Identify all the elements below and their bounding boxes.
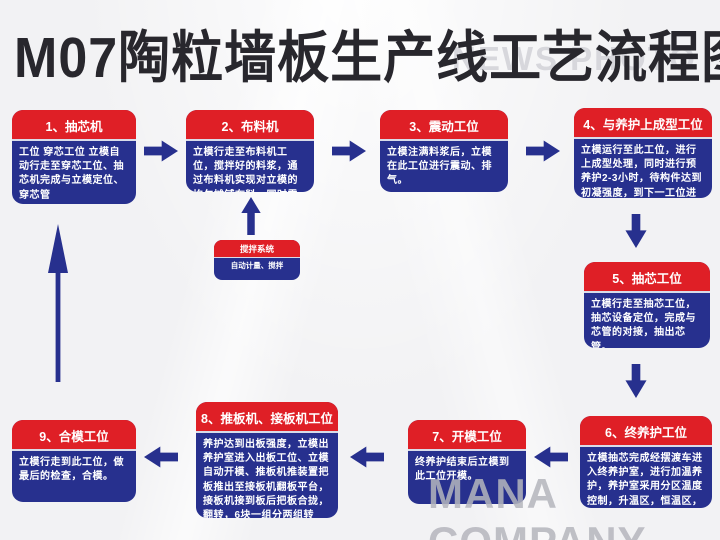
flow-step-2-title: 2、布料机 — [186, 110, 314, 141]
flow-step-6-title: 6、终养护工位 — [580, 416, 712, 447]
flow-step-6-body: 立模抽芯完成经摆渡车进入终养护室，进行加温养护，养护室采用分区温度控制，升温区，… — [587, 453, 703, 507]
flow-step-4-title: 4、与养护上成型工位 — [574, 108, 712, 139]
arrow-up-icon — [241, 197, 261, 235]
flow-step-3-body: 立模注满料浆后，立模在此工位进行震动、排气。 — [387, 147, 492, 187]
flow-step-3-title: 3、震动工位 — [380, 110, 508, 141]
flow-step-6: 6、终养护工位 立模抽芯完成经摆渡车进入终养护室，进行加温养护，养护室采用分区温… — [580, 416, 712, 508]
mixer-system-box: 搅拌系统 自动计量、搅拌 — [214, 240, 300, 280]
mixer-system-title: 搅拌系统 — [214, 240, 300, 258]
watermark-top: NEWS PHOTO — [452, 40, 697, 77]
flow-step-9-title: 9、合模工位 — [12, 420, 136, 451]
flow-step-4-body: 立模运行至此工位，进行上成型处理，同时进行预养护2-3小时，待构件达到初凝强度，… — [581, 145, 702, 198]
flow-step-7-title: 7、开模工位 — [408, 420, 526, 451]
flow-step-8: 8、推板机、接板机工位 养护达到出板强度，立模出养护室进入出板工位、立模自动开模… — [196, 402, 338, 518]
flow-step-9: 9、合模工位 立模行走到此工位，做最后的检查，合模。 — [12, 420, 136, 502]
arrow-right-icon — [332, 140, 366, 162]
arrow-up-long-icon — [48, 224, 68, 382]
flow-step-8-body: 养护达到出板强度，立模出养护室进入出板工位、立模自动开模、推板机推装置把板推出至… — [203, 439, 329, 518]
flow-step-5-title: 5、抽芯工位 — [584, 262, 710, 293]
arrow-right-icon — [144, 140, 178, 162]
flow-step-3: 3、震动工位 立模注满料浆后，立模在此工位进行震动、排气。 — [380, 110, 508, 192]
flow-step-5-body: 立模行走至抽芯工位，抽芯设备定位，完成与芯管的对接，抽出芯管。 — [591, 299, 696, 348]
mixer-system-body: 自动计量、搅拌 — [230, 261, 284, 270]
flow-step-9-body: 立模行走到此工位，做最后的检查，合模。 — [19, 457, 124, 483]
flow-step-8-title: 8、推板机、接板机工位 — [196, 402, 338, 433]
arrow-left-icon — [350, 446, 384, 468]
page-title: M07陶粒墙板生产线工艺流程图 — [14, 27, 720, 90]
flow-step-1-body: 工位 穿芯工位 立模自动行走至穿芯工位、抽芯机完成与立模定位、穿芯管 — [19, 147, 124, 201]
flow-step-1: 1、抽芯机 工位 穿芯工位 立模自动行走至穿芯工位、抽芯机完成与立模定位、穿芯管 — [12, 110, 136, 204]
arrow-left-icon — [144, 446, 178, 468]
watermark-bottom: MANA COMPANY — [428, 470, 646, 540]
flow-step-7-body: 终养护结束后立模到此工位开模。 — [415, 457, 510, 483]
arrow-down-icon — [625, 214, 647, 248]
flow-step-2-body: 立模行走至布料机工位，搅拌好的料浆，通过布料机实现对立模的均匀摊铺布料，同时震动… — [193, 147, 298, 192]
arrow-left-icon — [534, 446, 568, 468]
flow-step-4: 4、与养护上成型工位 立模运行至此工位，进行上成型处理，同时进行预养护2-3小时… — [574, 108, 712, 198]
flow-step-2: 2、布料机 立模行走至布料机工位，搅拌好的料浆，通过布料机实现对立模的均匀摊铺布… — [186, 110, 314, 192]
arrow-right-icon — [526, 140, 560, 162]
flow-step-1-title: 1、抽芯机 — [12, 110, 136, 141]
flow-step-5: 5、抽芯工位 立模行走至抽芯工位，抽芯设备定位，完成与芯管的对接，抽出芯管。 — [584, 262, 710, 348]
flow-step-7: 7、开模工位 终养护结束后立模到此工位开模。 — [408, 420, 526, 504]
arrow-down-icon — [625, 364, 647, 398]
